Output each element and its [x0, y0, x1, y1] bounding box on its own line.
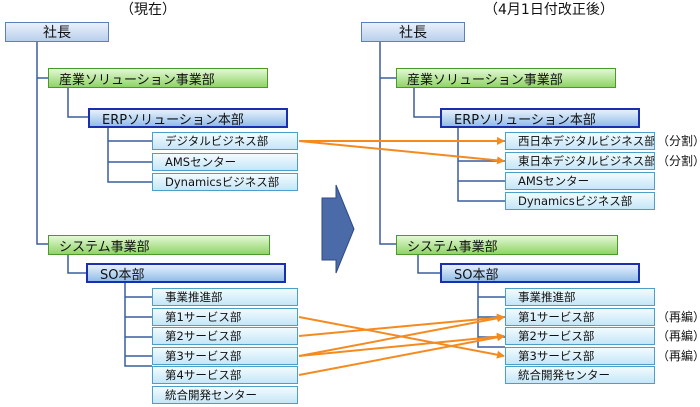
after-west-digital-dept: 西日本デジタルビジネス部	[505, 132, 655, 150]
arrow-svc2-svc1	[298, 313, 505, 337]
current-service-dept-4: 第4サービス部	[152, 366, 298, 384]
note-reorg-svc3: （再編）	[657, 349, 700, 363]
current-erp-hq: ERPソリューション本部	[88, 108, 288, 128]
arrow-svc3-svc2	[298, 332, 505, 357]
current-dynamics-dept: Dynamicsビジネス部	[152, 173, 298, 191]
after-industry-division: 産業ソリューション事業部	[396, 68, 616, 88]
arrow-svc4-svc2	[298, 333, 505, 376]
after-service-dept-3: 第3サービス部	[505, 347, 655, 365]
current-digital-business-dept: デジタルビジネス部	[152, 132, 298, 150]
note-reorg-svc1: （再編）	[657, 310, 700, 324]
current-integrated-dev-center: 統合開発センター	[152, 386, 298, 404]
after-system-division: システム事業部	[396, 235, 618, 255]
current-industry-division: 産業ソリューション事業部	[48, 68, 268, 88]
after-erp-hq: ERPソリューション本部	[440, 108, 640, 128]
header-after: （4月1日付改正後）	[484, 2, 614, 18]
note-split-east: （分割）	[657, 154, 700, 168]
current-so-hq: SO本部	[86, 263, 286, 283]
line-left-president-trunk	[36, 40, 48, 245]
header-current: （現在）	[120, 2, 176, 18]
current-service-dept-1: 第1サービス部	[152, 308, 298, 326]
after-integrated-dev-center: 統合開発センター	[505, 366, 655, 384]
current-service-dept-3: 第3サービス部	[152, 347, 298, 365]
current-president-box: 社長	[5, 22, 109, 42]
after-dynamics-dept: Dynamicsビジネス部	[505, 192, 655, 210]
after-east-digital-dept: 東日本デジタルビジネス部	[505, 152, 655, 170]
arrow-svc3-svc1	[298, 314, 505, 357]
after-service-dept-2: 第2サービス部	[505, 327, 655, 345]
after-business-promotion-dept: 事業推進部	[505, 288, 655, 306]
current-service-dept-2: 第2サービス部	[152, 327, 298, 345]
current-ams-center: AMSセンター	[152, 153, 298, 171]
after-service-dept-1: 第1サービス部	[505, 308, 655, 326]
note-split-west: （分割）	[657, 134, 700, 148]
after-president-box: 社長	[361, 22, 465, 42]
note-reorg-svc2: （再編）	[657, 329, 700, 343]
line-right-president-trunk	[379, 40, 396, 245]
after-so-hq: SO本部	[440, 263, 640, 283]
after-ams-center: AMSセンター	[505, 172, 655, 190]
arrow-digital-east	[298, 140, 505, 165]
current-system-division: システム事業部	[48, 235, 270, 255]
current-business-promotion-dept: 事業推進部	[152, 288, 298, 306]
transition-arrow	[321, 184, 355, 274]
